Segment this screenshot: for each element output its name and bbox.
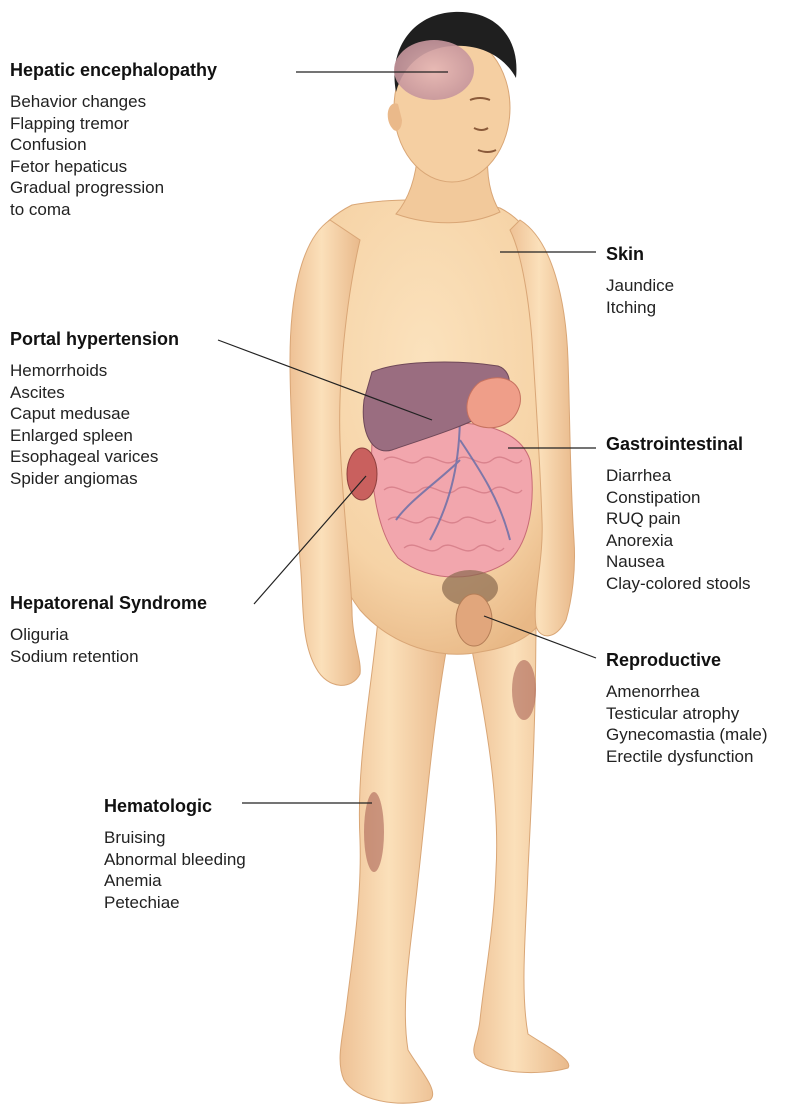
symptom-list: Hemorrhoids Ascites Caput medusae Enlarg… [10, 360, 179, 490]
symptom-item: Bruising [104, 827, 246, 849]
callout-hepatic-encephalopathy: Hepatic encephalopathy Behavior changes … [10, 59, 217, 221]
callout-title: Portal hypertension [10, 328, 179, 350]
symptom-item: Hemorrhoids [10, 360, 179, 382]
symptom-item: Behavior changes [10, 91, 217, 113]
symptom-list: Amenorrhea Testicular atrophy Gynecomast… [606, 681, 768, 767]
symptom-item: to coma [10, 199, 217, 221]
symptom-item: Enlarged spleen [10, 425, 179, 447]
callout-title: Hepatic encephalopathy [10, 59, 217, 81]
callout-hepatorenal-syndrome: Hepatorenal Syndrome Oliguria Sodium ret… [10, 592, 207, 667]
callout-title: Reproductive [606, 649, 768, 671]
symptom-item: Anorexia [606, 530, 751, 552]
symptom-item: Petechiae [104, 892, 246, 914]
callout-title: Gastrointestinal [606, 433, 751, 455]
symptom-item: Diarrhea [606, 465, 751, 487]
symptom-item: Gynecomastia (male) [606, 724, 768, 746]
symptom-item: Ascites [10, 382, 179, 404]
callout-reproductive: Reproductive Amenorrhea Testicular atrop… [606, 649, 768, 767]
bruise-thigh [512, 660, 536, 720]
symptom-item: Constipation [606, 487, 751, 509]
symptom-list: Diarrhea Constipation RUQ pain Anorexia … [606, 465, 751, 595]
symptom-item: Testicular atrophy [606, 703, 768, 725]
symptom-item: Sodium retention [10, 646, 207, 668]
symptom-item: Spider angiomas [10, 468, 179, 490]
symptom-item: Nausea [606, 551, 751, 573]
symptom-item: Erectile dysfunction [606, 746, 768, 768]
symptom-item: Jaundice [606, 275, 674, 297]
symptom-item: Flapping tremor [10, 113, 217, 135]
genitals [456, 594, 492, 646]
callout-hematologic: Hematologic Bruising Abnormal bleeding A… [104, 795, 246, 913]
symptom-item: Abnormal bleeding [104, 849, 246, 871]
symptom-list: Bruising Abnormal bleeding Anemia Petech… [104, 827, 246, 913]
callout-portal-hypertension: Portal hypertension Hemorrhoids Ascites … [10, 328, 179, 490]
callout-title: Hematologic [104, 795, 246, 817]
symptom-item: Itching [606, 297, 674, 319]
symptom-item: Amenorrhea [606, 681, 768, 703]
symptom-item: Anemia [104, 870, 246, 892]
callout-skin: Skin Jaundice Itching [606, 243, 674, 318]
symptom-item: Oliguria [10, 624, 207, 646]
brain [394, 40, 474, 100]
callout-title: Hepatorenal Syndrome [10, 592, 207, 614]
symptom-item: RUQ pain [606, 508, 751, 530]
symptom-item: Fetor hepaticus [10, 156, 217, 178]
symptom-item: Caput medusae [10, 403, 179, 425]
symptom-item: Gradual progression [10, 177, 217, 199]
symptom-list: Jaundice Itching [606, 275, 674, 318]
symptom-list: Behavior changes Flapping tremor Confusi… [10, 91, 217, 221]
callout-title: Skin [606, 243, 674, 265]
symptom-list: Oliguria Sodium retention [10, 624, 207, 667]
symptom-item: Confusion [10, 134, 217, 156]
symptom-item: Clay-colored stools [606, 573, 751, 595]
bruise-shin [364, 792, 384, 872]
symptom-item: Esophageal varices [10, 446, 179, 468]
callout-gastrointestinal: Gastrointestinal Diarrhea Constipation R… [606, 433, 751, 595]
